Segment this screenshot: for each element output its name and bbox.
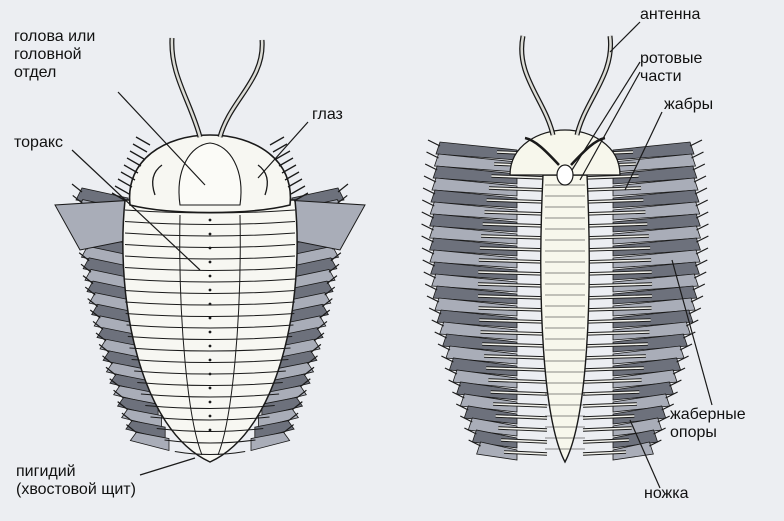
label-gill-supports: жаберные опоры: [670, 406, 746, 442]
dorsal-axial-dot: [209, 387, 212, 390]
ventral-antenna-core: [577, 36, 611, 135]
dorsal-axial-dot: [209, 289, 212, 292]
dorsal-axial-dot: [209, 303, 212, 306]
dorsal-axial-dot: [209, 415, 212, 418]
label-gill-supports-line-2: опоры: [670, 424, 746, 442]
dorsal-head-spine: [118, 179, 132, 187]
dorsal-head-spine: [124, 165, 138, 173]
label-head-line-1: голова или: [14, 28, 95, 46]
label-thorax: торакс: [14, 134, 63, 152]
dorsal-axial-dot: [209, 401, 212, 404]
ventral-mouthparts: [557, 165, 573, 185]
label-mouthparts-line-1: ротовые: [640, 50, 702, 68]
dorsal-axial-dot: [209, 219, 212, 222]
dorsal-axial-dot: [209, 429, 212, 432]
dorsal-axial-dot: [209, 275, 212, 278]
ventral-spine: [690, 140, 702, 146]
dorsal-axial-dot: [209, 317, 212, 320]
ventral-antenna-core: [522, 36, 553, 135]
dorsal-head-spine: [133, 144, 147, 152]
dorsal-axial-dot: [209, 233, 212, 236]
label-antenna: антенна: [640, 6, 700, 24]
dorsal-antenna-core: [172, 38, 200, 137]
leader-pygidium: [140, 458, 195, 475]
dorsal-head-spine: [270, 137, 284, 145]
leader-antenna: [610, 22, 640, 52]
label-pygidium-line-1: пигидий: [16, 463, 136, 481]
dorsal-axial-dot: [209, 373, 212, 376]
dorsal-head-spine: [127, 158, 141, 166]
dorsal-axial-dot: [209, 331, 212, 334]
dorsal-view-trilobite: [55, 38, 365, 462]
dorsal-head-spine: [279, 158, 293, 166]
dorsal-antenna-core: [220, 40, 262, 137]
label-head: голова или головной отдел: [14, 28, 95, 82]
label-head-line-2: головной: [14, 46, 95, 64]
dorsal-axial-dot: [209, 345, 212, 348]
label-leg: ножка: [644, 485, 689, 503]
dorsal-axial-dot: [209, 247, 212, 250]
dorsal-spine: [72, 184, 82, 192]
label-head-line-3: отдел: [14, 64, 95, 82]
dorsal-head-spine: [136, 137, 150, 145]
ventral-spine: [428, 140, 440, 146]
label-gill-supports-line-1: жаберные: [670, 406, 746, 424]
dorsal-axial-dot: [209, 359, 212, 362]
dorsal-head-spine: [130, 151, 144, 159]
dorsal-head-spine: [288, 179, 302, 187]
label-pygidium: пигидий (хвостовой щит): [16, 463, 136, 499]
dorsal-head-spine: [291, 186, 305, 194]
label-pygidium-line-2: (хвостовой щит): [16, 481, 136, 499]
label-gills: жабры: [664, 96, 713, 114]
dorsal-spine: [338, 184, 348, 192]
label-mouthparts-line-2: части: [640, 68, 702, 86]
dorsal-axial-dot: [209, 261, 212, 264]
label-mouthparts: ротовые части: [640, 50, 702, 86]
label-eye: глаз: [312, 106, 343, 124]
dorsal-head-spine: [282, 165, 296, 173]
